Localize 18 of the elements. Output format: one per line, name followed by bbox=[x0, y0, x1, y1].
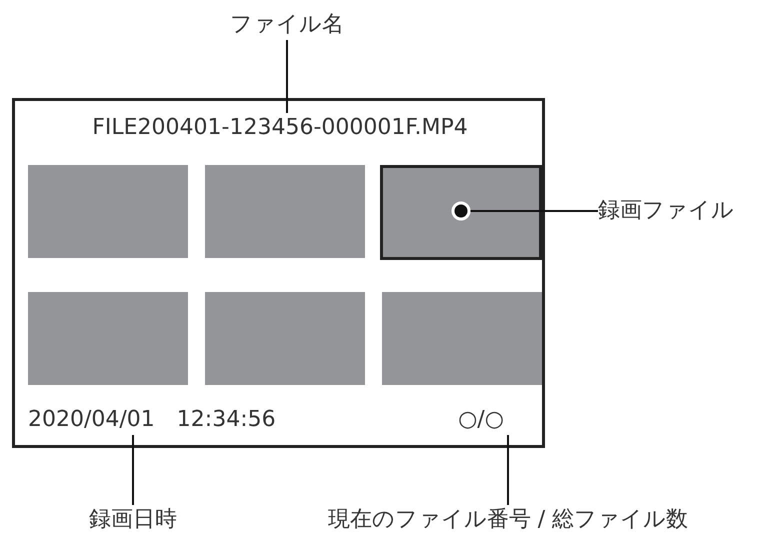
screen-frame bbox=[12, 98, 545, 448]
callout-label: 録画日時 bbox=[78, 505, 188, 535]
thumbnail bbox=[205, 165, 365, 258]
thumbnail bbox=[28, 165, 188, 258]
file-counter: ○/○ bbox=[445, 405, 517, 435]
recording-date-time: 2020/04/01 12:34:56 bbox=[28, 405, 348, 435]
thumbnail bbox=[382, 292, 542, 385]
callout-label: 録画ファイル bbox=[598, 196, 753, 226]
selected-thumbnail bbox=[380, 165, 542, 260]
callout-label: ファイル名 bbox=[220, 10, 354, 40]
leader-line bbox=[452, 202, 598, 220]
leader-line bbox=[286, 40, 288, 113]
thumbnail bbox=[205, 292, 365, 385]
callout-label: 現在のファイル番号 / 総ファイル数 bbox=[288, 505, 728, 535]
file-name: FILE200401-123456-000001F.MP4 bbox=[30, 113, 530, 143]
leader-line bbox=[507, 435, 509, 505]
thumbnail bbox=[28, 292, 188, 385]
leader-line bbox=[132, 435, 134, 505]
